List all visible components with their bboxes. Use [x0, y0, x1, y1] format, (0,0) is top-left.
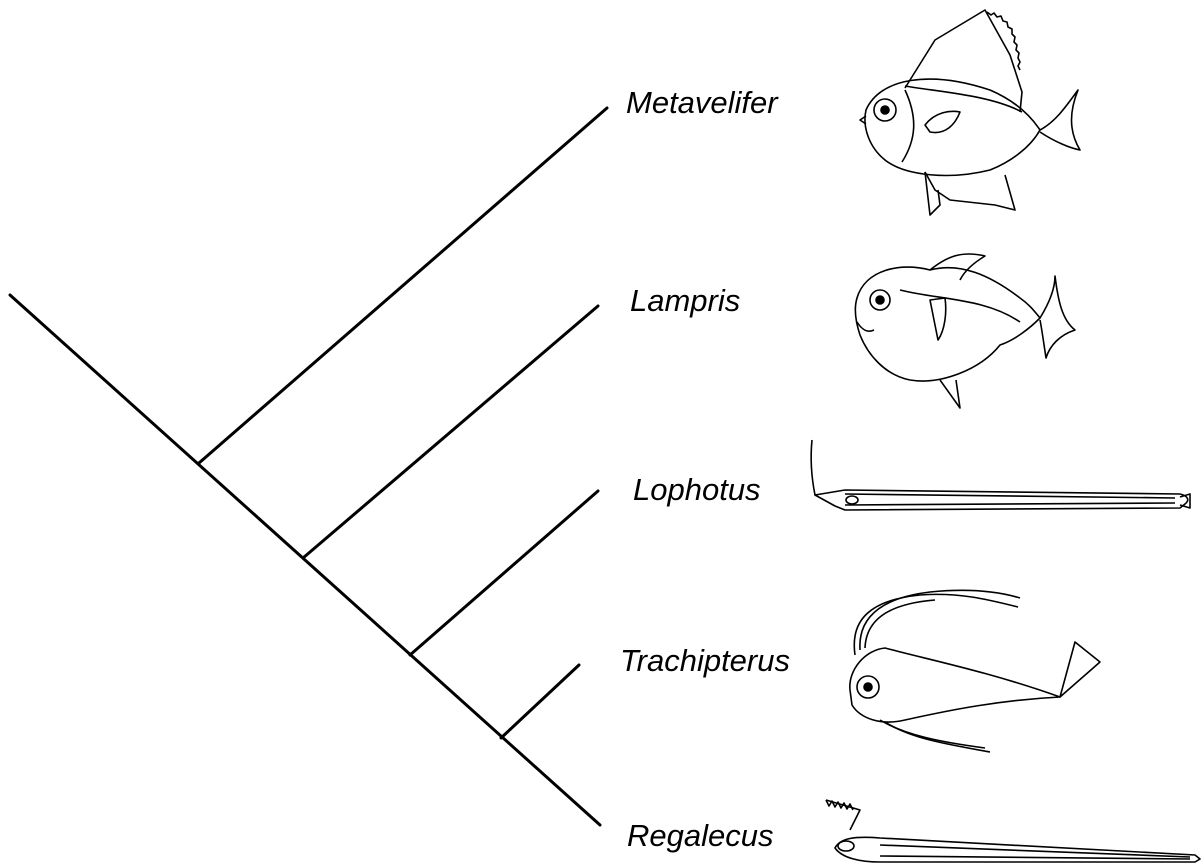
taxon-labels: Metavelifer Lampris Lophotus Trachipteru… — [620, 85, 790, 853]
root-branch — [10, 295, 600, 825]
label-regalecus: Regalecus — [627, 818, 773, 853]
label-metavelifer: Metavelifer — [626, 85, 779, 120]
metavelifer-fish-illustration — [860, 10, 1080, 215]
branch-trachipterus — [501, 665, 579, 738]
branch-lophotus — [410, 491, 598, 655]
branch-metavelifer — [199, 108, 607, 463]
label-lophotus: Lophotus — [633, 472, 761, 507]
lophotus-fish-illustration — [811, 440, 1190, 510]
label-trachipterus: Trachipterus — [620, 643, 790, 678]
lampris-fish-illustration — [855, 254, 1075, 408]
label-lampris: Lampris — [630, 283, 740, 318]
branch-lampris — [303, 306, 598, 558]
regalecus-fish-illustration — [826, 800, 1200, 862]
cladogram-branches — [10, 108, 607, 825]
trachipterus-fish-illustration — [850, 590, 1100, 752]
